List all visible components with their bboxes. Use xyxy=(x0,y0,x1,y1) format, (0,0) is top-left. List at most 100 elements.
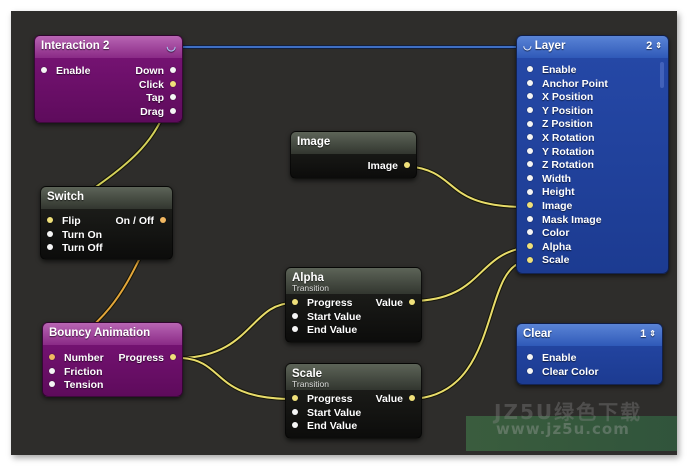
port-dot[interactable] xyxy=(527,134,533,141)
input-port-friction[interactable]: Friction xyxy=(49,366,103,380)
port-dot[interactable] xyxy=(527,354,533,361)
port-dot[interactable] xyxy=(409,299,415,306)
port-dot[interactable] xyxy=(170,94,176,101)
port-dot[interactable] xyxy=(527,229,533,236)
port-dot[interactable] xyxy=(527,215,533,222)
port-dot[interactable] xyxy=(527,161,533,168)
port-dot[interactable] xyxy=(292,408,298,415)
patch-bouncy-animation[interactable]: Bouncy Animation Number Friction Tension… xyxy=(42,322,183,397)
input-port-z-rotation[interactable]: Z Rotation xyxy=(527,159,594,173)
input-port-x-rotation[interactable]: X Rotation xyxy=(527,132,595,146)
input-port-width[interactable]: Width xyxy=(527,173,571,187)
input-port-end-value[interactable]: End Value xyxy=(292,324,357,338)
port-dot[interactable] xyxy=(527,66,533,73)
patch-interaction-2[interactable]: Interaction 2 ◡ Enable Down Click Tap Dr… xyxy=(34,35,183,123)
patch-header[interactable]: Image xyxy=(291,132,416,154)
input-port-scale[interactable]: Scale xyxy=(527,254,569,268)
port-dot[interactable] xyxy=(527,188,533,195)
port-dot[interactable] xyxy=(41,67,47,74)
port-dot[interactable] xyxy=(292,326,298,333)
output-port-value[interactable]: Value xyxy=(376,297,415,311)
input-port-y-rotation[interactable]: Y Rotation xyxy=(527,146,594,160)
input-port-clear-color[interactable]: Clear Color xyxy=(527,366,599,380)
patch-scale-transition[interactable]: Scale Transition Progress Start Value En… xyxy=(285,363,422,439)
input-port-enable[interactable]: Enable xyxy=(527,352,576,366)
port-dot[interactable] xyxy=(527,243,533,250)
stepper-icon[interactable]: ⇕ xyxy=(649,329,656,338)
port-dot[interactable] xyxy=(409,395,415,402)
input-port-end-value[interactable]: End Value xyxy=(292,420,357,434)
port-dot[interactable] xyxy=(527,79,533,86)
port-dot[interactable] xyxy=(404,162,410,169)
input-port-color[interactable]: Color xyxy=(527,227,569,241)
port-dot[interactable] xyxy=(527,93,533,100)
input-port-anchor-point[interactable]: Anchor Point xyxy=(527,78,608,92)
port-dot[interactable] xyxy=(170,107,176,114)
output-port-tap[interactable]: Tap xyxy=(146,92,176,106)
input-port-turn-off[interactable]: Turn Off xyxy=(47,242,103,256)
input-port-start-value[interactable]: Start Value xyxy=(292,407,361,421)
input-port-tension[interactable]: Tension xyxy=(49,379,103,393)
patch-alpha-transition[interactable]: Alpha Transition Progress Start Value En… xyxy=(285,267,422,343)
output-port-progress[interactable]: Progress xyxy=(118,352,176,366)
port-dot[interactable] xyxy=(49,381,55,388)
port-dot[interactable] xyxy=(160,217,166,224)
port-dot[interactable] xyxy=(47,230,53,237)
input-port-enable[interactable]: Enable xyxy=(41,65,90,79)
port-dot[interactable] xyxy=(527,256,533,263)
layer-link-icon[interactable]: ◡ xyxy=(523,41,532,52)
input-port-progress[interactable]: Progress xyxy=(292,393,353,407)
patch-editor-canvas[interactable]: Interaction 2 ◡ Enable Down Click Tap Dr… xyxy=(11,11,677,455)
port-dot[interactable] xyxy=(170,67,176,74)
port-dot[interactable] xyxy=(49,354,55,361)
patch-header[interactable]: Clear 1⇕ xyxy=(517,324,662,346)
stepper-icon[interactable]: ⇕ xyxy=(655,41,662,50)
patch-header[interactable]: Interaction 2 ◡ xyxy=(35,36,182,58)
output-port-down[interactable]: Down xyxy=(135,65,176,79)
patch-header[interactable]: ◡Layer 2⇕ xyxy=(517,36,668,58)
port-dot[interactable] xyxy=(527,120,533,127)
port-dot[interactable] xyxy=(170,354,176,361)
output-port-on-off[interactable]: On / Off xyxy=(116,215,166,229)
input-port-alpha[interactable]: Alpha xyxy=(527,241,571,255)
patch-header[interactable]: Alpha Transition xyxy=(286,268,421,294)
port-dot[interactable] xyxy=(292,422,298,429)
port-dot[interactable] xyxy=(527,147,533,154)
patch-image[interactable]: Image Image xyxy=(290,131,417,179)
layer-scrollbar[interactable] xyxy=(660,62,664,88)
port-dot[interactable] xyxy=(527,107,533,114)
port-dot[interactable] xyxy=(527,202,533,209)
patch-header[interactable]: Scale Transition xyxy=(286,364,421,390)
patch-clear[interactable]: Clear 1⇕ Enable Clear Color xyxy=(516,323,663,385)
input-port-turn-on[interactable]: Turn On xyxy=(47,229,102,243)
patch-header[interactable]: Switch xyxy=(41,187,172,209)
patch-header[interactable]: Bouncy Animation xyxy=(43,323,182,345)
port-dot[interactable] xyxy=(170,80,176,87)
input-port-x-position[interactable]: X Position xyxy=(527,91,593,105)
input-port-height[interactable]: Height xyxy=(527,186,575,200)
input-port-enable[interactable]: Enable xyxy=(527,64,576,78)
output-port-image[interactable]: Image xyxy=(368,160,410,174)
port-dot[interactable] xyxy=(292,395,298,402)
layer-link-icon[interactable]: ◡ xyxy=(166,41,176,53)
port-dot[interactable] xyxy=(49,367,55,374)
layer-index-stepper[interactable]: 2⇕ xyxy=(646,40,662,52)
output-port-value[interactable]: Value xyxy=(376,393,415,407)
input-port-flip[interactable]: Flip xyxy=(47,215,81,229)
patch-switch[interactable]: Switch Flip Turn On Turn Off On / Off xyxy=(40,186,173,260)
input-port-z-position[interactable]: Z Position xyxy=(527,118,593,132)
port-dot[interactable] xyxy=(527,367,533,374)
layer-index-stepper[interactable]: 1⇕ xyxy=(640,328,656,340)
input-port-mask-image[interactable]: Mask Image xyxy=(527,214,602,228)
input-port-image[interactable]: Image xyxy=(527,200,572,214)
input-port-progress[interactable]: Progress xyxy=(292,297,353,311)
port-dot[interactable] xyxy=(292,299,298,306)
input-port-y-position[interactable]: Y Position xyxy=(527,105,593,119)
port-dot[interactable] xyxy=(47,217,53,224)
output-port-click[interactable]: Click xyxy=(139,79,176,93)
output-port-drag[interactable]: Drag xyxy=(140,106,176,120)
port-dot[interactable] xyxy=(292,312,298,319)
input-port-start-value[interactable]: Start Value xyxy=(292,311,361,325)
input-port-number[interactable]: Number xyxy=(49,352,104,366)
